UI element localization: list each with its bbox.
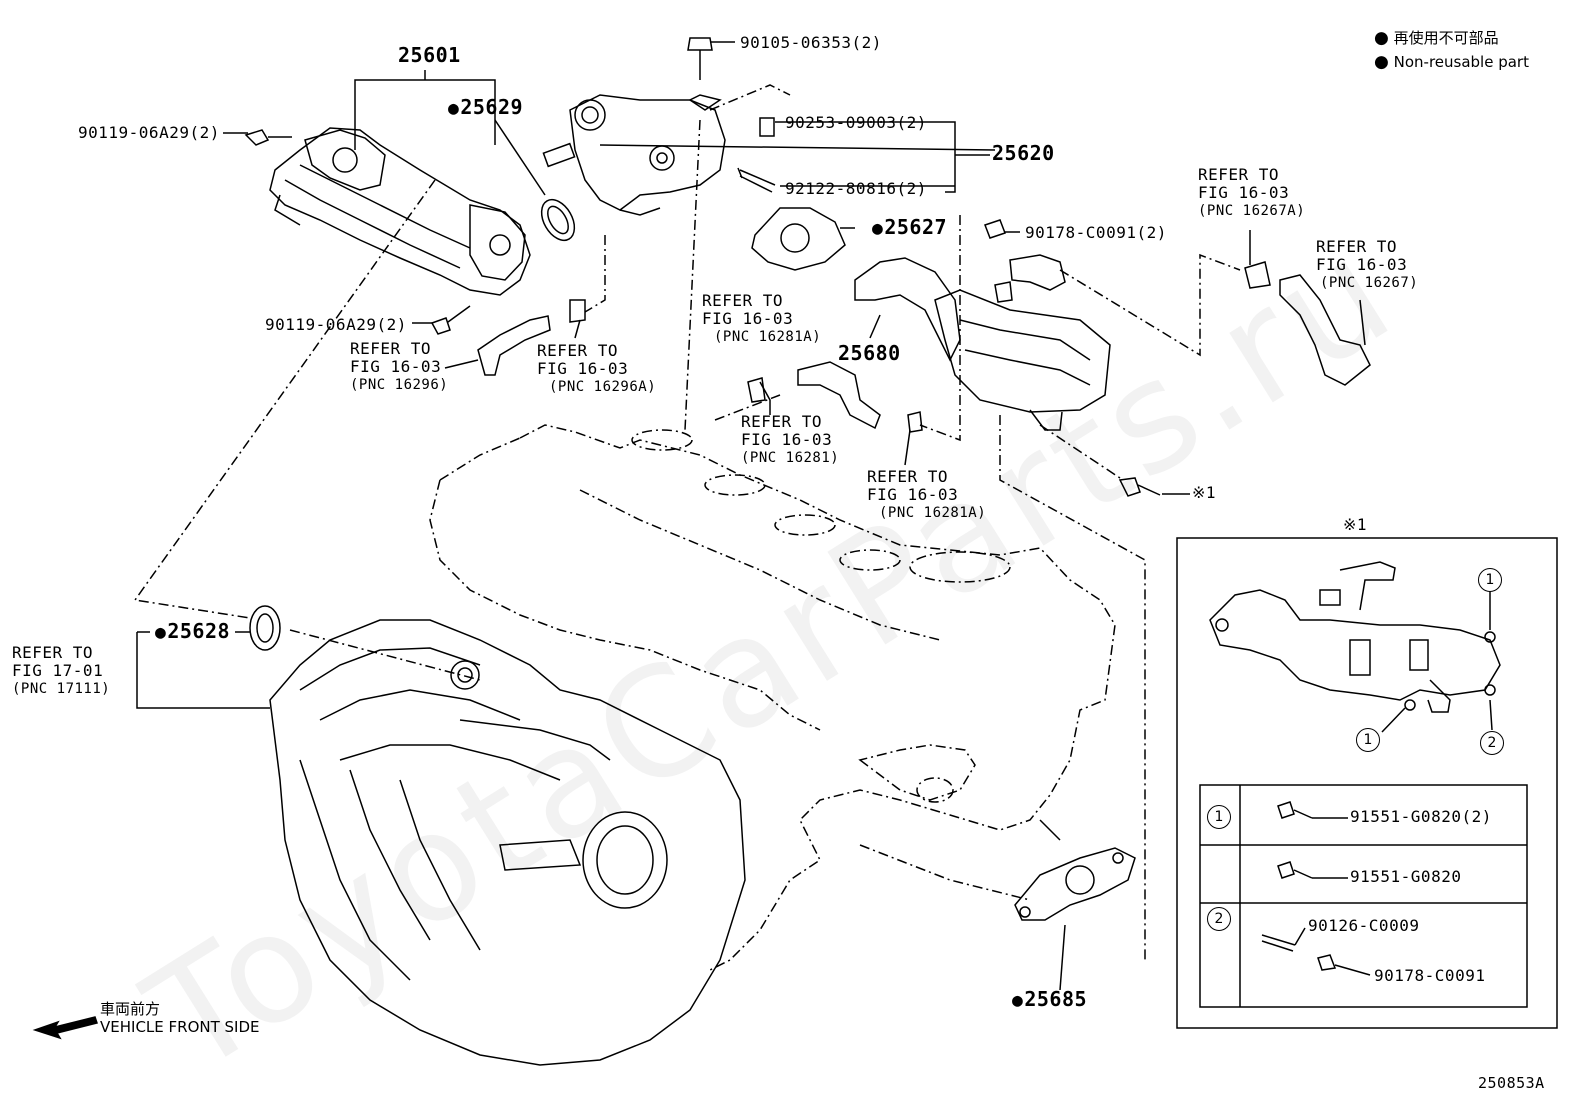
egr-cooler-drawing xyxy=(269,127,531,296)
part-25685-number: 25685 xyxy=(1024,987,1088,1011)
front-side-en: VEHICLE FRONT SIDE xyxy=(100,1018,260,1036)
detail-callout-1a: 1 xyxy=(1478,568,1502,592)
detail-callout-2: 2 xyxy=(1480,731,1504,755)
engine-block-drawing xyxy=(429,424,1116,971)
part-25627-number: 25627 xyxy=(884,215,948,239)
part-90119-mid: 90119-06A29(2) xyxy=(265,315,407,334)
front-arrow-icon xyxy=(32,1016,98,1040)
refer-line: REFER TO xyxy=(1316,237,1398,256)
refer-pnc: (PNC 16281A) xyxy=(714,329,822,345)
refer-fig: FIG 16-03 xyxy=(1316,255,1408,274)
note-mark-1: ※1 xyxy=(1192,483,1217,502)
legend-jp-text: ● 再使用不可部品 xyxy=(1374,28,1499,48)
refer-16296: REFER TO FIG 16-03 (PNC 16296) xyxy=(350,340,448,394)
refer-pnc: (PNC 17111) xyxy=(12,681,111,697)
gasket-25627-drawing xyxy=(751,207,846,271)
table-part-1: 91551-G0820(2) xyxy=(1350,807,1492,826)
part-90253: 90253-09003(2) xyxy=(785,113,927,132)
refer-pnc: (PNC 16296) xyxy=(350,377,449,393)
part-25628: 25628 xyxy=(155,619,231,643)
gasket-25629-drawing xyxy=(540,198,576,242)
refer-pnc: (PNC 16281A) xyxy=(879,505,987,521)
refer-16267a: REFER TO FIG 16-03 (PNC 16267A) xyxy=(1198,166,1305,220)
connection-lines xyxy=(133,84,1241,960)
refer-fig: FIG 16-03 xyxy=(537,359,629,378)
part-25629: 25629 xyxy=(448,95,524,119)
detail-title: ※1 xyxy=(1343,515,1368,534)
refer-pnc: (PNC 16267A) xyxy=(1198,203,1306,219)
table-key-1: 1 xyxy=(1207,805,1231,829)
legend-en-label: Non-reusable part xyxy=(1393,53,1529,71)
gasket-25685-drawing xyxy=(1014,847,1136,921)
refer-fig: FIG 16-03 xyxy=(702,309,794,328)
refer-fig: FIG 17-01 xyxy=(12,661,104,680)
detail-callout-1b: 1 xyxy=(1356,728,1380,752)
refer-fig: FIG 16-03 xyxy=(350,357,442,376)
refer-line: REFER TO xyxy=(741,412,823,431)
refer-line: REFER TO xyxy=(702,291,784,310)
part-90105: 90105-06353(2) xyxy=(740,33,882,52)
bolts-drawing xyxy=(244,37,1161,497)
refer-pnc: (PNC 16267) xyxy=(1320,275,1419,291)
part-25629-number: 25629 xyxy=(460,95,524,119)
refer-17111: REFER TO FIG 17-01 (PNC 17111) xyxy=(12,644,110,698)
refer-16281a-top: REFER TO FIG 16-03 (PNC 16281A) xyxy=(702,292,821,346)
leader-lines xyxy=(136,41,1366,991)
part-90119-top: 90119-06A29(2) xyxy=(78,123,220,142)
table-part-2a: 91551-G0820 xyxy=(1350,867,1462,886)
refer-pnc: (PNC 16296A) xyxy=(549,379,657,395)
refer-line: REFER TO xyxy=(1198,165,1280,184)
part-92122: 92122-80816(2) xyxy=(785,179,927,198)
refer-16267: REFER TO FIG 16-03 (PNC 16267) xyxy=(1316,238,1418,292)
refer-fig: FIG 16-03 xyxy=(741,430,833,449)
refer-line: REFER TO xyxy=(12,643,94,662)
part-25680: 25680 xyxy=(838,341,901,365)
gasket-25628-drawing xyxy=(249,605,281,651)
refer-line: REFER TO xyxy=(867,467,949,486)
part-25620: 25620 xyxy=(992,141,1055,165)
refer-line: REFER TO xyxy=(350,339,432,358)
part-90178: 90178-C0091(2) xyxy=(1025,223,1167,242)
detail-box xyxy=(1176,537,1558,1029)
part-25685: 25685 xyxy=(1012,987,1088,1011)
intake-manifold-drawing xyxy=(269,619,746,1066)
refer-16296a: REFER TO FIG 16-03 (PNC 16296A) xyxy=(537,342,656,396)
table-key-2: 2 xyxy=(1207,907,1231,931)
refer-16281: REFER TO FIG 16-03 (PNC 16281) xyxy=(741,413,839,467)
front-side-jp: 車両前方 xyxy=(100,1000,161,1018)
table-part-2b: 90126-C0009 xyxy=(1308,916,1420,935)
table-part-2c: 90178-C0091 xyxy=(1374,966,1486,985)
refer-line: REFER TO xyxy=(537,341,619,360)
drawing-number: 250853A xyxy=(1478,1074,1545,1092)
refer-fig: FIG 16-03 xyxy=(867,485,959,504)
part-25627: 25627 xyxy=(872,215,948,239)
egr-pipe-drawing xyxy=(854,254,1111,431)
legend-jp-label: 再使用不可部品 xyxy=(1393,29,1499,47)
part-25601: 25601 xyxy=(398,43,461,67)
egr-valve-drawing xyxy=(542,94,726,216)
refer-16281a-bot: REFER TO FIG 16-03 (PNC 16281A) xyxy=(867,468,986,522)
refer-pnc: (PNC 16281) xyxy=(741,450,840,466)
hoses-drawing xyxy=(477,261,1371,433)
refer-fig: FIG 16-03 xyxy=(1198,183,1290,202)
part-25628-number: 25628 xyxy=(167,619,231,643)
legend-en-text: ● Non-reusable part xyxy=(1374,52,1529,72)
